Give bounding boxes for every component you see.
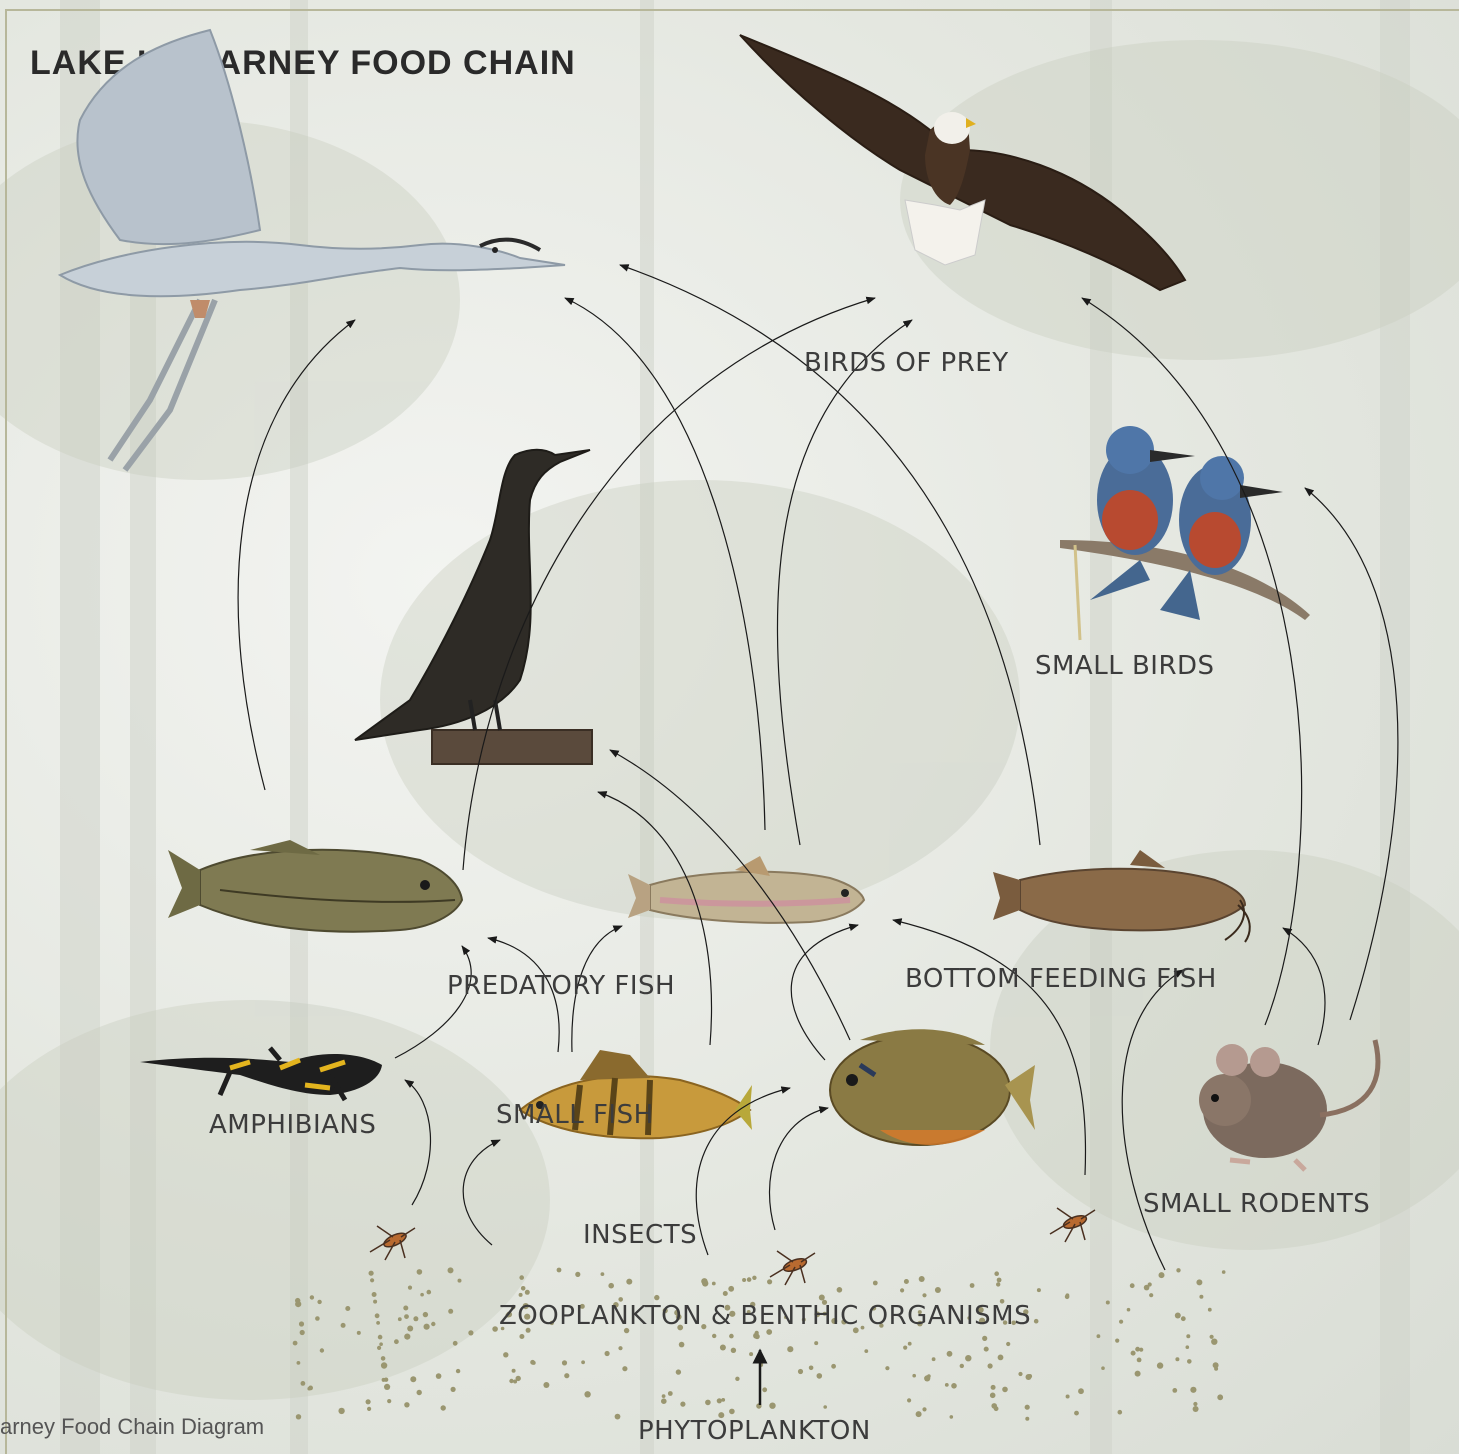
- sunfish-icon: [830, 1029, 1035, 1145]
- label-zooplankton: ZOOPLANKTON & BENTHIC ORGANISMS: [499, 1301, 1031, 1331]
- label-phytoplankton: PHYTOPLANKTON: [638, 1416, 871, 1446]
- arrow-insect-to-catfish: [1122, 970, 1183, 1270]
- arrow-sunfish-to-trout: [791, 925, 858, 1060]
- catfish-icon: [993, 850, 1250, 942]
- arrow-insect-to-salamander: [405, 1080, 430, 1205]
- mosquito-icon: [370, 1208, 1095, 1285]
- kingfisher-icon: [1060, 426, 1310, 640]
- label-predatory-fish: PREDATORY FISH: [447, 971, 675, 1001]
- arrow-bass-to-heron: [238, 320, 355, 790]
- label-small-rodents: SMALL RODENTS: [1143, 1189, 1370, 1219]
- bass-icon: [168, 840, 462, 932]
- label-amphibians: AMPHIBIANS: [209, 1110, 376, 1140]
- arrow-insect-to-sunfish: [769, 1108, 828, 1230]
- arrow-trout-to-heron: [565, 298, 765, 830]
- arrow-insect-to-smallfish: [463, 1140, 500, 1245]
- arrow-rodent-to-catfish: [1283, 928, 1325, 1045]
- label-small-fish: SMALL FISH: [496, 1100, 654, 1130]
- trout-icon: [628, 856, 864, 923]
- label-bottom-feeding-fish: BOTTOM FEEDING FISH: [905, 964, 1217, 994]
- figure-caption: arney Food Chain Diagram: [0, 1414, 264, 1440]
- salamander-icon: [140, 1048, 382, 1100]
- mouse-icon: [1199, 1040, 1378, 1170]
- arrow-rodent-to-smallbirds: [1305, 488, 1398, 1020]
- label-small-birds: SMALL BIRDS: [1035, 651, 1215, 681]
- label-insects: INSECTS: [583, 1220, 697, 1250]
- label-birds-of-prey: BIRDS OF PREY: [804, 348, 1009, 378]
- arrow-salamander-to-bass: [395, 946, 471, 1058]
- eagle-icon: [740, 35, 1185, 290]
- heron-icon: [60, 30, 565, 470]
- cormorant-icon: [355, 450, 592, 764]
